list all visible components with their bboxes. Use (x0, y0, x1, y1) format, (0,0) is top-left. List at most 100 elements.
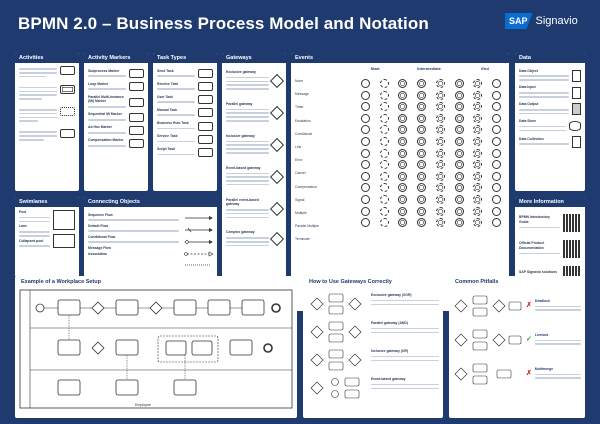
cross-mark-icon: ✗ (526, 301, 532, 309)
event-symbol-icon (492, 90, 502, 100)
event-symbol-icon (360, 148, 370, 158)
event-symbol-icon (398, 206, 408, 216)
event-type-label: Escalation (295, 118, 311, 123)
business-rule-task-icon (198, 121, 213, 131)
event-symbol-icon (379, 125, 389, 135)
event-type-label: Conditional (295, 131, 312, 136)
xor-example-diagram (310, 293, 362, 315)
pitfall-label: Deadlock (534, 298, 550, 303)
event-symbol-icon (492, 148, 502, 158)
event-symbol-icon (435, 136, 445, 146)
or-example-diagram (310, 349, 362, 371)
event-symbol-icon (435, 125, 445, 135)
task-type-label: Send Task (157, 68, 174, 73)
event-symbol-icon (435, 183, 445, 193)
event-type-label: Cancel (295, 171, 306, 176)
parallel-event-gateway-icon (269, 201, 285, 217)
event-symbol-icon (379, 171, 389, 181)
event-symbol-icon (473, 218, 483, 228)
event-symbol-icon (492, 125, 502, 135)
page-title: BPMN 2.0 – Business Process Model and No… (18, 14, 429, 33)
data-output-icon (572, 103, 581, 116)
data-label: Data Store (519, 119, 536, 124)
script-task-icon (198, 147, 213, 157)
event-symbol-icon (379, 183, 389, 193)
check-mark-icon: ✓ (526, 335, 532, 343)
event-symbol-icon (360, 160, 370, 170)
parallel-gateway-icon (269, 105, 285, 120)
signavio-wordmark: Signavio (535, 15, 578, 27)
connecting-objects-panel: Connecting Objects Sequence Flow Default… (84, 197, 217, 277)
task-type-label: Script Task (157, 146, 176, 151)
activity-markers-heading: Activity Markers (84, 53, 148, 63)
events-col-end: End (481, 66, 489, 71)
event-symbol-icon (454, 113, 464, 123)
event-symbol-icon (435, 148, 445, 158)
data-object-icon (572, 69, 581, 82)
loop-marker-icon (129, 82, 144, 92)
event-symbol-icon (473, 183, 483, 193)
event-symbol-icon (473, 113, 483, 123)
event-symbol-icon (454, 102, 464, 112)
qr-code-icon (563, 214, 581, 232)
event-symbol-icon (454, 160, 464, 170)
connector-label: Message Flow (88, 245, 111, 250)
task-types-heading: Task Types (153, 53, 217, 63)
more-info-link[interactable]: Official Product Documentation (519, 241, 545, 251)
gateway-rule-label: Inclusive gateway (OR) (371, 349, 409, 353)
subprocess-marker-icon (129, 69, 144, 79)
event-symbol-icon (473, 90, 483, 100)
event-type-label: Multiple (295, 210, 307, 215)
gateway-label: Event-based gateway (226, 165, 261, 170)
event-symbol-icon (435, 102, 445, 112)
call-activity-shape (60, 129, 75, 139)
connector-label: Association (88, 252, 108, 257)
task-type-label: Service Task (157, 133, 178, 138)
receive-task-icon (198, 82, 213, 92)
event-symbol-icon (417, 113, 427, 123)
events-panel: Events None Message Timer Escalation Con… (291, 53, 509, 311)
event-type-list: None Message Timer Escalation Conditiona… (295, 66, 357, 250)
event-symbol-icon (398, 194, 408, 204)
event-symbol-icon (398, 171, 408, 181)
event-symbol-icon (435, 206, 445, 216)
user-task-icon (198, 95, 213, 105)
exclusive-gateway-icon (269, 73, 285, 89)
event-type-label: Timer (295, 105, 304, 110)
more-info-link[interactable]: SAP Signavio solutions (519, 269, 557, 274)
event-symbol-icon (454, 218, 464, 228)
workplace-example-heading: Example of a Workplace Setup (21, 279, 101, 285)
event-symbol-icon (398, 90, 408, 100)
connector-label: Conditional Flow (88, 234, 116, 239)
event-symbol-icon (454, 206, 464, 216)
event-symbol-icon (398, 136, 408, 146)
data-label: Data Output (519, 102, 539, 107)
common-pitfalls-heading: Common Pitfalls (455, 279, 499, 285)
event-symbol-icon (435, 79, 445, 88)
event-symbol-icon (379, 136, 389, 146)
event-based-example-diagram (310, 377, 360, 399)
task-type-label: Manual Task (157, 107, 178, 112)
lane-shape (53, 234, 75, 248)
event-symbol-icon (379, 79, 389, 88)
parallel-mi-marker-icon (129, 97, 144, 107)
event-symbol-icon (379, 113, 389, 123)
manual-task-icon (198, 108, 213, 118)
data-label: Data Input (519, 85, 536, 90)
connector-label: Default Flow (88, 223, 109, 228)
event-symbol-icon (398, 160, 408, 170)
more-info-link[interactable]: BPMN Introductory Guide (519, 215, 550, 225)
event-symbol-grid (357, 79, 505, 228)
inclusive-gateway-icon (269, 137, 285, 152)
event-symbol-icon (417, 90, 427, 100)
event-symbol-icon (417, 183, 427, 193)
swimlane-label: Lane (19, 224, 27, 229)
event-symbol-icon (417, 218, 427, 228)
event-symbol-icon (379, 218, 389, 228)
employee-lane-label: Employee (135, 403, 151, 407)
event-symbol-icon (435, 90, 445, 100)
event-symbol-icon (360, 113, 370, 123)
activities-panel: Activities (15, 53, 79, 191)
event-symbol-icon (417, 171, 427, 181)
transaction-shape (60, 84, 75, 94)
